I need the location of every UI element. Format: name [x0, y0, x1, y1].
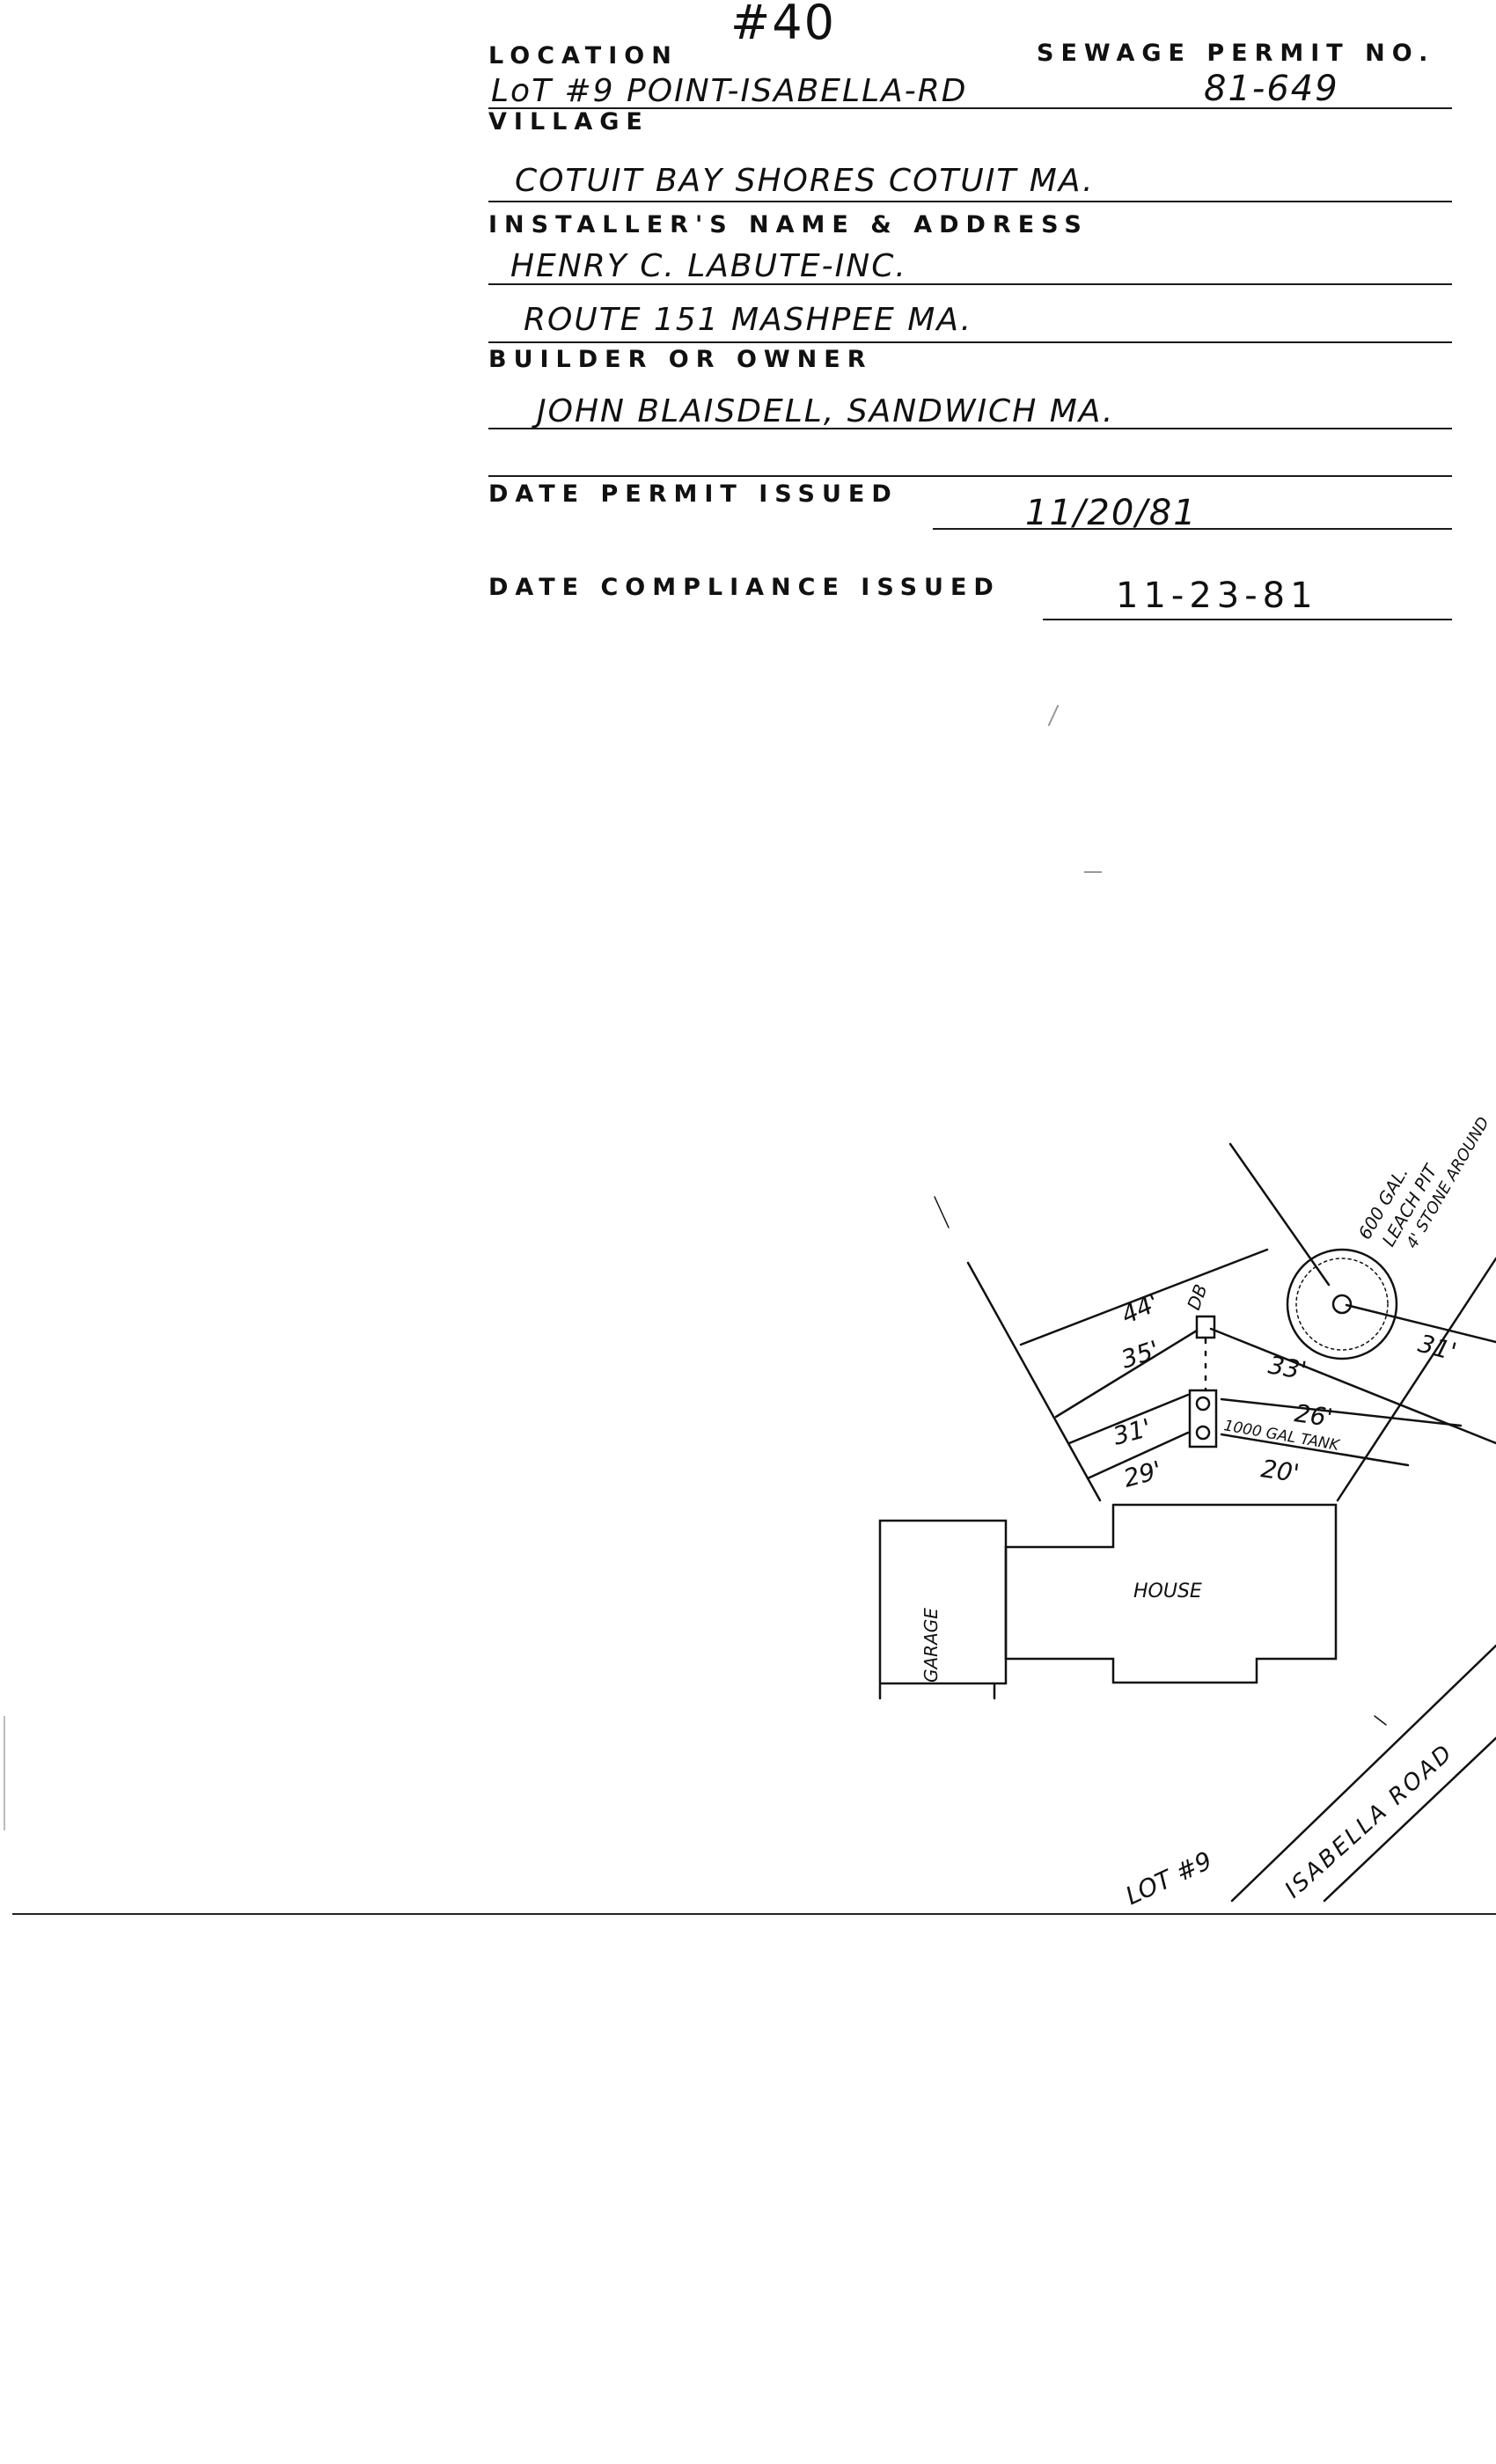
dim-26-label: 26' [1293, 1398, 1334, 1433]
dim-20-label: 20' [1259, 1454, 1301, 1488]
garage-outline [878, 1519, 1008, 1685]
lot-line-left-faint [934, 1196, 950, 1228]
builder-owner-value: JOHN BLAISDELL, SANDWICH MA. [537, 393, 1115, 429]
dim-44-label: 44' [1117, 1287, 1163, 1330]
reference-line [1228, 1142, 1331, 1287]
dim-line-29 [1086, 1431, 1190, 1480]
location-label: LOCATION [488, 42, 678, 70]
village-label: VILLAGE [488, 108, 649, 136]
date-compliance-issued-label: DATE COMPLIANCE ISSUED [488, 574, 1001, 601]
installer-name-rule [488, 283, 1452, 285]
installer-address: ROUTE 151 MASHPEE MA. [524, 302, 973, 338]
tank-inlet [1195, 1396, 1211, 1412]
permit-no-value: 81-649 [1204, 69, 1339, 109]
installer-name: HENRY C. LABUTE-INC. [510, 248, 907, 284]
road-tick [1374, 1715, 1387, 1726]
lot-line-left [966, 1261, 1102, 1502]
road-label: ISABELLA ROAD [1280, 1739, 1459, 1903]
dim-line-20 [1220, 1433, 1410, 1467]
garage-label: GARAGE [920, 1608, 942, 1683]
dim-line-44 [1019, 1248, 1269, 1346]
scan-mark [4, 1716, 5, 1830]
dim-33-label: 33' [1266, 1350, 1309, 1385]
dim-line-26 [1220, 1397, 1463, 1427]
dim-line-31-right [1345, 1303, 1496, 1344]
house-label: HOUSE [1133, 1580, 1202, 1602]
db-label: DB [1183, 1281, 1212, 1313]
date-permit-issued-value: 11/20/81 [1025, 493, 1198, 533]
date-permit-issued-label: DATE PERMIT ISSUED [488, 480, 898, 508]
permit-date-rule [933, 528, 1452, 530]
road-edge-lower [1323, 1736, 1496, 1903]
builder-owner-label: BUILDER OR OWNER [488, 346, 873, 373]
dim-line-31 [1067, 1393, 1190, 1445]
leach-pit-center [1331, 1294, 1353, 1315]
card-number: #40 [730, 0, 836, 50]
lot-line-right [1336, 1257, 1496, 1502]
village-value: COTUIT BAY SHORES COTUIT MA. [515, 163, 1095, 199]
compliance-date-rule [1043, 619, 1452, 620]
tank-outlet [1195, 1425, 1211, 1441]
location-value: LoT #9 POINT-ISABELLA-RD [491, 73, 968, 109]
blank-rule [488, 475, 1452, 477]
road-edge-upper [1230, 1644, 1496, 1903]
lot-label: LOT #9 [1121, 1845, 1216, 1910]
installer-label: INSTALLER'S NAME & ADDRESS [488, 211, 1089, 238]
location-rule [488, 107, 1452, 109]
dim-31-right-label: 31' [1415, 1329, 1459, 1367]
distribution-box [1195, 1315, 1216, 1339]
sewage-permit-no-label: SEWAGE PERMIT NO. [1037, 40, 1435, 67]
dim-31-left-label: 31' [1110, 1413, 1154, 1451]
septic-tank [1188, 1389, 1218, 1448]
leach-pit-stone [1295, 1258, 1389, 1351]
leach-pit-outer [1286, 1248, 1398, 1360]
dim-line-35 [1054, 1329, 1199, 1419]
installer-address-rule [488, 341, 1452, 343]
house-outline [1004, 1503, 1338, 1684]
village-rule [488, 201, 1452, 202]
scan-mark [1084, 871, 1102, 873]
date-compliance-issued-value: 11-23-81 [1116, 576, 1318, 616]
builder-rule [488, 428, 1452, 429]
dim-35-label: 35' [1118, 1335, 1162, 1375]
